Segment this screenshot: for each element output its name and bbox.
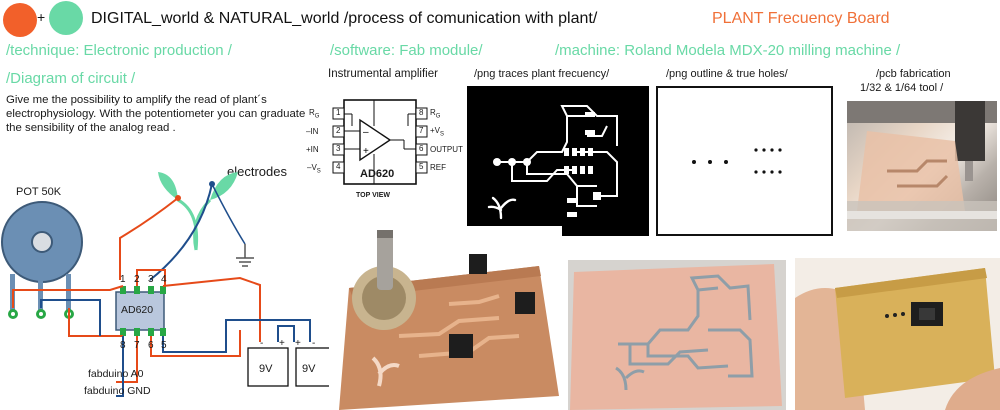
mint-circle-icon xyxy=(49,1,83,35)
battery-1-label: 9V xyxy=(259,363,273,375)
pcb-caption-line1: /pcb fabrication xyxy=(876,68,951,80)
machine-label: /machine: Roland Modela MDX-20 milling m… xyxy=(555,42,901,59)
battery-2-label: 9V xyxy=(302,363,316,375)
pin-right-8-label: RG xyxy=(430,108,441,120)
pin-left-4-label: –VS xyxy=(307,163,321,175)
ad620-pinout-diagram: – + xyxy=(332,99,428,185)
software-label: /software: Fab module/ xyxy=(330,42,483,59)
assembled-board-photo xyxy=(329,226,562,410)
battery-terminal-4: - xyxy=(312,338,316,349)
chip-top-pin-1: 1 xyxy=(120,274,126,285)
svg-text:–: – xyxy=(363,127,369,138)
traces-png xyxy=(467,86,649,236)
pin-num-7: 7 xyxy=(419,126,424,135)
chip-top-pin-2: 2 xyxy=(134,274,140,285)
description-text: Give me the possibility to amplify the r… xyxy=(6,94,306,134)
fabduino-gnd-label: fabduino GND xyxy=(84,385,151,397)
milled-pcb-photo xyxy=(568,260,786,410)
chip-bottom-pin-5: 5 xyxy=(161,340,167,351)
circuit-chip-label: AD620 xyxy=(121,304,154,316)
milling-machine-photo xyxy=(847,101,997,231)
pin-num-5: 5 xyxy=(419,162,424,171)
battery-terminal-2: + xyxy=(279,338,285,349)
pin-right-7-label: +VS xyxy=(430,126,445,138)
board-title: PLANT Frecuency Board xyxy=(712,10,890,27)
amplifier-caption: Instrumental amplifier xyxy=(328,68,438,80)
pin-num-3: 3 xyxy=(336,144,341,153)
top-view-label: TOP VIEW xyxy=(356,192,390,199)
hand-holding-pcb-photo xyxy=(795,258,1000,410)
outline-png xyxy=(656,86,833,236)
circuit-diagram xyxy=(1,172,331,397)
pot-label: POT 50K xyxy=(16,186,62,198)
pin-left-1-label: RG xyxy=(309,108,320,120)
page-title: DIGITAL_world & NATURAL_world /process o… xyxy=(91,10,598,27)
plus-sign: + xyxy=(37,9,46,25)
fabduino-a0-label: fabduino A0 xyxy=(88,368,144,380)
pin-left-2-label: –IN xyxy=(306,127,319,136)
battery-terminal-1: - xyxy=(260,338,264,349)
pcb-caption-line2: 1/32 & 1/64 tool / xyxy=(860,82,944,94)
pin-num-6: 6 xyxy=(419,144,424,153)
battery-terminal-3: + xyxy=(295,338,301,349)
pin-left-3-label: +IN xyxy=(306,145,319,154)
electrodes-label: electrodes xyxy=(227,164,287,179)
pin-right-6-label: OUTPUT xyxy=(430,145,463,154)
chip-bottom-pin-7: 7 xyxy=(134,340,140,351)
pin-num-4: 4 xyxy=(336,162,341,171)
orange-circle-icon xyxy=(3,3,37,37)
chip-top-pin-3: 3 xyxy=(148,274,154,285)
traces-caption: /png traces plant frecuency/ xyxy=(474,68,610,80)
outline-caption: /png outline & true holes/ xyxy=(666,68,788,80)
technique-label: /technique: Electronic production / xyxy=(6,42,232,59)
diagram-label: /Diagram of circuit / xyxy=(6,70,136,87)
chip-top-pin-4: 4 xyxy=(161,274,167,285)
pin-num-2: 2 xyxy=(336,126,341,135)
pin-num-1: 1 xyxy=(336,108,341,117)
chip-bottom-pin-8: 8 xyxy=(120,340,126,351)
svg-text:+: + xyxy=(363,146,369,157)
chip-bottom-pin-6: 6 xyxy=(148,340,154,351)
pin-right-5-label: REF xyxy=(430,163,446,172)
pin-num-8: 8 xyxy=(419,108,424,117)
chip-name-label: AD620 xyxy=(360,168,395,180)
